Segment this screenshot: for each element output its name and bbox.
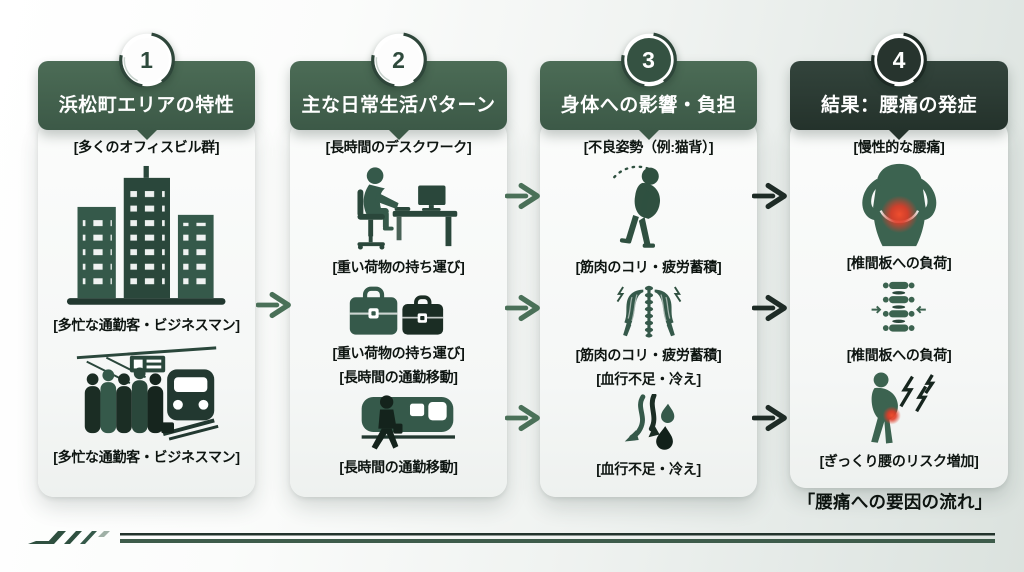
office-buildings-icon <box>67 165 226 305</box>
flow-arrow <box>752 294 787 322</box>
column-1-card: [多くのオフィスビル群] [多忙な通勤客・ビジネスマン] <box>38 120 255 497</box>
bad-posture-icon <box>613 165 661 248</box>
flow-arrow <box>752 182 787 210</box>
step-badge-2: 2 <box>369 30 429 90</box>
flow-arrow <box>752 404 787 432</box>
muscle-fatigue-icon <box>616 285 681 338</box>
item-label: [慢性的な腰痛] <box>853 139 945 155</box>
commute-train-icon <box>361 395 456 450</box>
column-3-title: 身体への影響・負担 <box>560 95 737 116</box>
item-label: [ぎっくり腰のリスク増加] <box>819 453 979 469</box>
item-label: [筋肉のコリ・疲労蓄積] <box>575 347 722 363</box>
item-label: [長時間の通勤移動] <box>339 369 458 385</box>
item-label: [重い荷物の持ち運び] <box>332 345 465 361</box>
item-label: [多くのオフィスビル群] <box>73 139 220 155</box>
column-2-card: [長時間のデスクワーク] <box>290 120 507 497</box>
column-4-card: [慢性的な腰痛] [椎間板への負荷] <box>790 120 1008 488</box>
item-label: [椎間板への負荷] <box>846 347 952 363</box>
step-number: 4 <box>877 38 921 82</box>
column-2-title: 主な日常生活パターン <box>301 95 496 116</box>
step-badge-4: 4 <box>869 30 929 90</box>
column-3-card: [不良姿勢（例:猫背）] [筋肉のコリ・疲労蓄積] <box>540 120 757 497</box>
item-label: [筋肉のコリ・疲労蓄積] <box>575 259 722 275</box>
flow-arrow <box>505 404 540 432</box>
station-crowd-icon <box>76 346 219 441</box>
step-number: 1 <box>124 38 169 82</box>
flow-arrow <box>256 291 291 319</box>
item-label: [重い荷物の持ち運び] <box>332 259 465 275</box>
chronic-back-pain-icon <box>862 163 938 247</box>
desk-work-icon <box>357 167 458 250</box>
bottom-decoration <box>28 531 995 544</box>
acute-back-pain-icon <box>870 372 936 444</box>
column-4-title: 結果：腰痛の発症 <box>820 95 977 116</box>
spine-load-icon <box>871 281 927 332</box>
step-number: 3 <box>626 38 671 82</box>
flow-arrow <box>505 182 540 210</box>
item-label: [長時間の通勤移動] <box>339 459 458 475</box>
step-badge-1: 1 <box>117 30 177 90</box>
item-label: [血行不足・冷え] <box>596 461 701 477</box>
flow-caption: 「腰痛への要因の流れ」 <box>797 492 993 512</box>
briefcases-icon <box>349 286 443 335</box>
column-1: 1 浜松町エリアの特性 [多くのオフィスビル群] [多忙な通勤客・ビジネスマン] <box>38 0 255 572</box>
column-4: 4 結果：腰痛の発症 [慢性的な腰痛] [椎間板への負荷] <box>790 0 1008 572</box>
blood-flow-icon <box>624 394 675 450</box>
flow-arrow <box>505 294 540 322</box>
column-2: 2 主な日常生活パターン [長時間のデスクワーク] <box>290 0 507 572</box>
item-label: [多忙な通勤客・ビジネスマン] <box>53 317 240 333</box>
item-label: [不良姿勢（例:猫背）] <box>583 139 714 155</box>
column-1-title: 浜松町エリアの特性 <box>58 95 235 116</box>
item-label: [椎間板への負荷] <box>846 255 952 271</box>
item-label: [血行不足・冷え] <box>596 371 701 387</box>
item-label: [長時間のデスクワーク] <box>325 139 472 155</box>
step-badge-3: 3 <box>619 30 679 90</box>
item-label: [多忙な通勤客・ビジネスマン] <box>53 449 240 465</box>
column-3: 3 身体への影響・負担 [不良姿勢（例:猫背）] [筋肉のコリ・疲労蓄積] <box>540 0 757 572</box>
step-number: 2 <box>376 38 421 82</box>
